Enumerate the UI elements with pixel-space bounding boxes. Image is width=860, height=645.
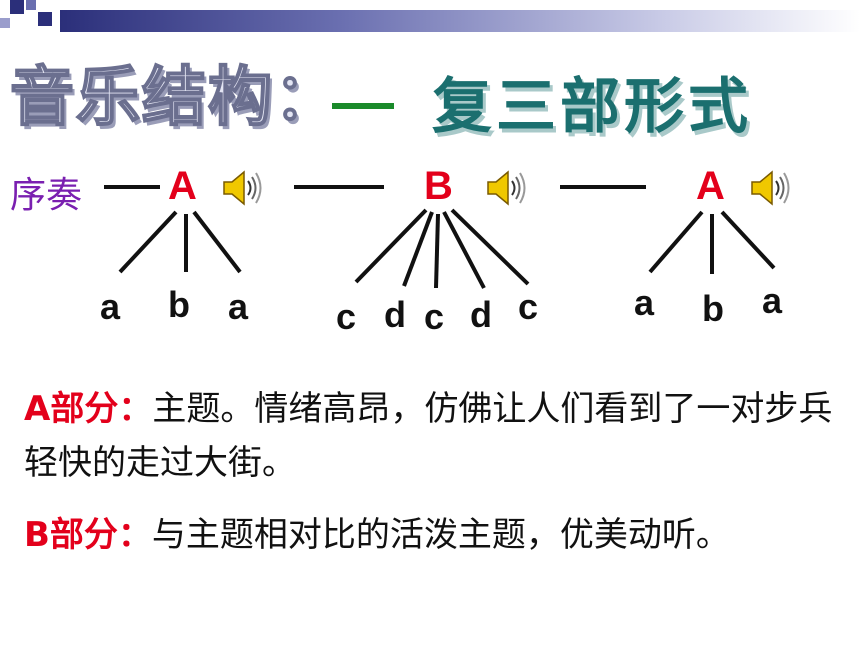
header-bar bbox=[60, 10, 860, 32]
page-title: 音乐结构： bbox=[9, 60, 340, 136]
page-subtitle: 复三部形式 bbox=[432, 72, 752, 142]
branch-line bbox=[450, 208, 530, 286]
section-label-a2: A bbox=[696, 164, 725, 208]
branch-line bbox=[720, 210, 776, 270]
description-b: B部分：与主题相对比的活泼主题，优美动听。 bbox=[24, 508, 844, 562]
description-b-label: B部分： bbox=[24, 515, 152, 555]
speaker-icon[interactable] bbox=[748, 166, 794, 210]
sub-letter: a bbox=[634, 282, 655, 323]
sub-letter: d bbox=[384, 294, 406, 335]
branch-line bbox=[434, 213, 440, 289]
deco-square bbox=[26, 0, 36, 10]
deco-square bbox=[38, 12, 52, 26]
deco-square bbox=[0, 18, 10, 28]
branch-line bbox=[442, 211, 486, 289]
description-b-text: 与主题相对比的活泼主题，优美动听。 bbox=[151, 515, 730, 555]
branch-line bbox=[648, 210, 704, 274]
speaker-icon[interactable] bbox=[220, 166, 266, 210]
sub-letter: a bbox=[228, 286, 249, 327]
section-label-a1: A bbox=[168, 164, 197, 208]
title-dash bbox=[332, 103, 394, 109]
sub-letter: b bbox=[168, 284, 190, 325]
section-label-b: B bbox=[424, 164, 453, 208]
sub-letter: b bbox=[702, 288, 724, 329]
sub-letter: a bbox=[100, 286, 121, 327]
header-decoration bbox=[0, 0, 860, 40]
branch-line bbox=[402, 211, 434, 287]
sub-letter: c bbox=[336, 296, 357, 337]
description-a: A部分：主题。情绪高昂，仿佛让人们看到了一对步兵轻快的走过大街。 bbox=[24, 382, 844, 490]
speaker-icon[interactable] bbox=[484, 166, 530, 210]
sub-letter: d bbox=[470, 294, 492, 335]
branch-line bbox=[118, 210, 178, 274]
description-a-label: A部分： bbox=[24, 389, 153, 429]
sub-letter: c bbox=[424, 296, 445, 337]
sub-letter: c bbox=[518, 286, 539, 327]
description-a-text: 主题。情绪高昂，仿佛让人们看到了一对步兵轻快的走过大街。 bbox=[24, 389, 833, 483]
branch-line bbox=[354, 208, 428, 284]
deco-square bbox=[10, 0, 24, 14]
intro-label: 序奏 bbox=[10, 175, 83, 216]
branch-line bbox=[192, 210, 242, 274]
sub-letter: a bbox=[762, 280, 783, 321]
